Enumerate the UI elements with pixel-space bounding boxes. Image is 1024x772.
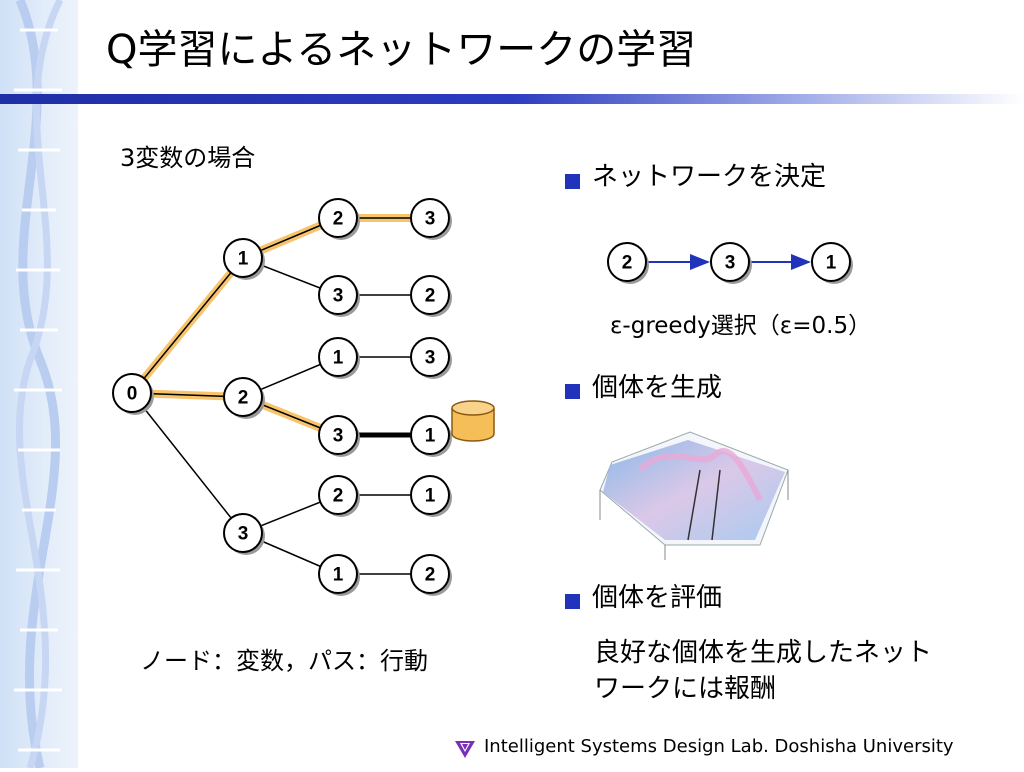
tree-node-label: 3 xyxy=(425,209,436,230)
database-icon xyxy=(451,400,495,442)
tree-node-c132: 2 xyxy=(410,275,452,317)
tree-node-a2: 2 xyxy=(223,377,265,419)
tree-nodes: 0 1 2 3 2 3 1 3 2 1 3 2 3 1 1 2 xyxy=(112,198,452,596)
greedy-label: ε-greedy選択（ε=0.5） xyxy=(610,313,872,339)
tree-node-label: 2 xyxy=(333,209,344,230)
tree-node-label: 1 xyxy=(425,426,436,447)
tree-node-label: 0 xyxy=(127,384,138,405)
step-evaluate-individual: 個体を評価 xyxy=(592,583,723,613)
bullet-icon xyxy=(565,384,580,399)
reward-text-line2: ワークには報酬 xyxy=(594,674,777,704)
tree-edge-n0-a3 xyxy=(131,392,244,534)
dna-helix-graphic xyxy=(14,0,64,770)
tree-node-label: 2 xyxy=(238,388,249,409)
tree-node-c231: 1 xyxy=(410,415,452,457)
tree-node-n0: 0 xyxy=(112,373,154,415)
tree-node-label: 3 xyxy=(425,348,436,369)
tree-node-label: 1 xyxy=(425,486,436,507)
bullet-icon xyxy=(565,594,580,609)
network-node-label: 1 xyxy=(826,253,837,274)
network-node-3: 3 xyxy=(710,242,752,284)
reward-text-line1: 良好な個体を生成したネット xyxy=(594,638,933,668)
tree-node-label: 3 xyxy=(238,524,249,545)
tree-node-label: 3 xyxy=(333,426,344,447)
network-node-1: 1 xyxy=(811,242,853,284)
footer-lab-name: Intelligent Systems Design Lab. Doshisha… xyxy=(484,736,954,757)
slide-title: Q学習によるネットワークの学習 xyxy=(106,27,697,73)
tree-node-c321: 1 xyxy=(410,475,452,517)
step-decide-network: ネットワークを決定 xyxy=(592,162,827,192)
tree-node-a3: 3 xyxy=(223,513,265,555)
dna-sidebar-decoration xyxy=(0,0,78,770)
tree-node-label: 1 xyxy=(333,565,344,586)
step-generate-individual: 個体を生成 xyxy=(592,373,723,403)
tree-node-b13: 3 xyxy=(318,275,360,317)
tree-node-label: 3 xyxy=(333,286,344,307)
network-node-label: 2 xyxy=(622,253,633,274)
tree-node-b12: 2 xyxy=(318,198,360,240)
tree-node-b32: 2 xyxy=(318,475,360,517)
tree-edges xyxy=(128,214,434,575)
tree-node-c213: 3 xyxy=(410,337,452,379)
tree-node-label: 2 xyxy=(425,565,436,586)
learned-network: 2 3 1 xyxy=(607,242,853,284)
surface-plot-image xyxy=(599,431,789,560)
tree-node-b21: 1 xyxy=(318,337,360,379)
title-underline-bar xyxy=(0,94,1024,104)
tree-node-b23: 3 xyxy=(318,415,360,457)
tree-node-label: 2 xyxy=(333,486,344,507)
tree-node-label: 1 xyxy=(333,348,344,369)
case-label: 3変数の場合 xyxy=(120,144,256,172)
tree-node-label: 2 xyxy=(425,286,436,307)
tree-node-c312: 2 xyxy=(410,554,452,596)
lab-logo-icon xyxy=(455,741,475,758)
tree-edge-n0-a1 xyxy=(131,257,244,394)
network-node-label: 3 xyxy=(725,253,736,274)
network-node-2: 2 xyxy=(607,242,649,284)
bullet-icon xyxy=(565,174,580,189)
legend-text: ノード：変数，パス：行動 xyxy=(140,647,428,675)
tree-node-b31: 1 xyxy=(318,554,360,596)
tree-node-label: 1 xyxy=(238,249,249,270)
tree-node-c123: 3 xyxy=(410,198,452,240)
tree-node-a1: 1 xyxy=(223,238,265,280)
